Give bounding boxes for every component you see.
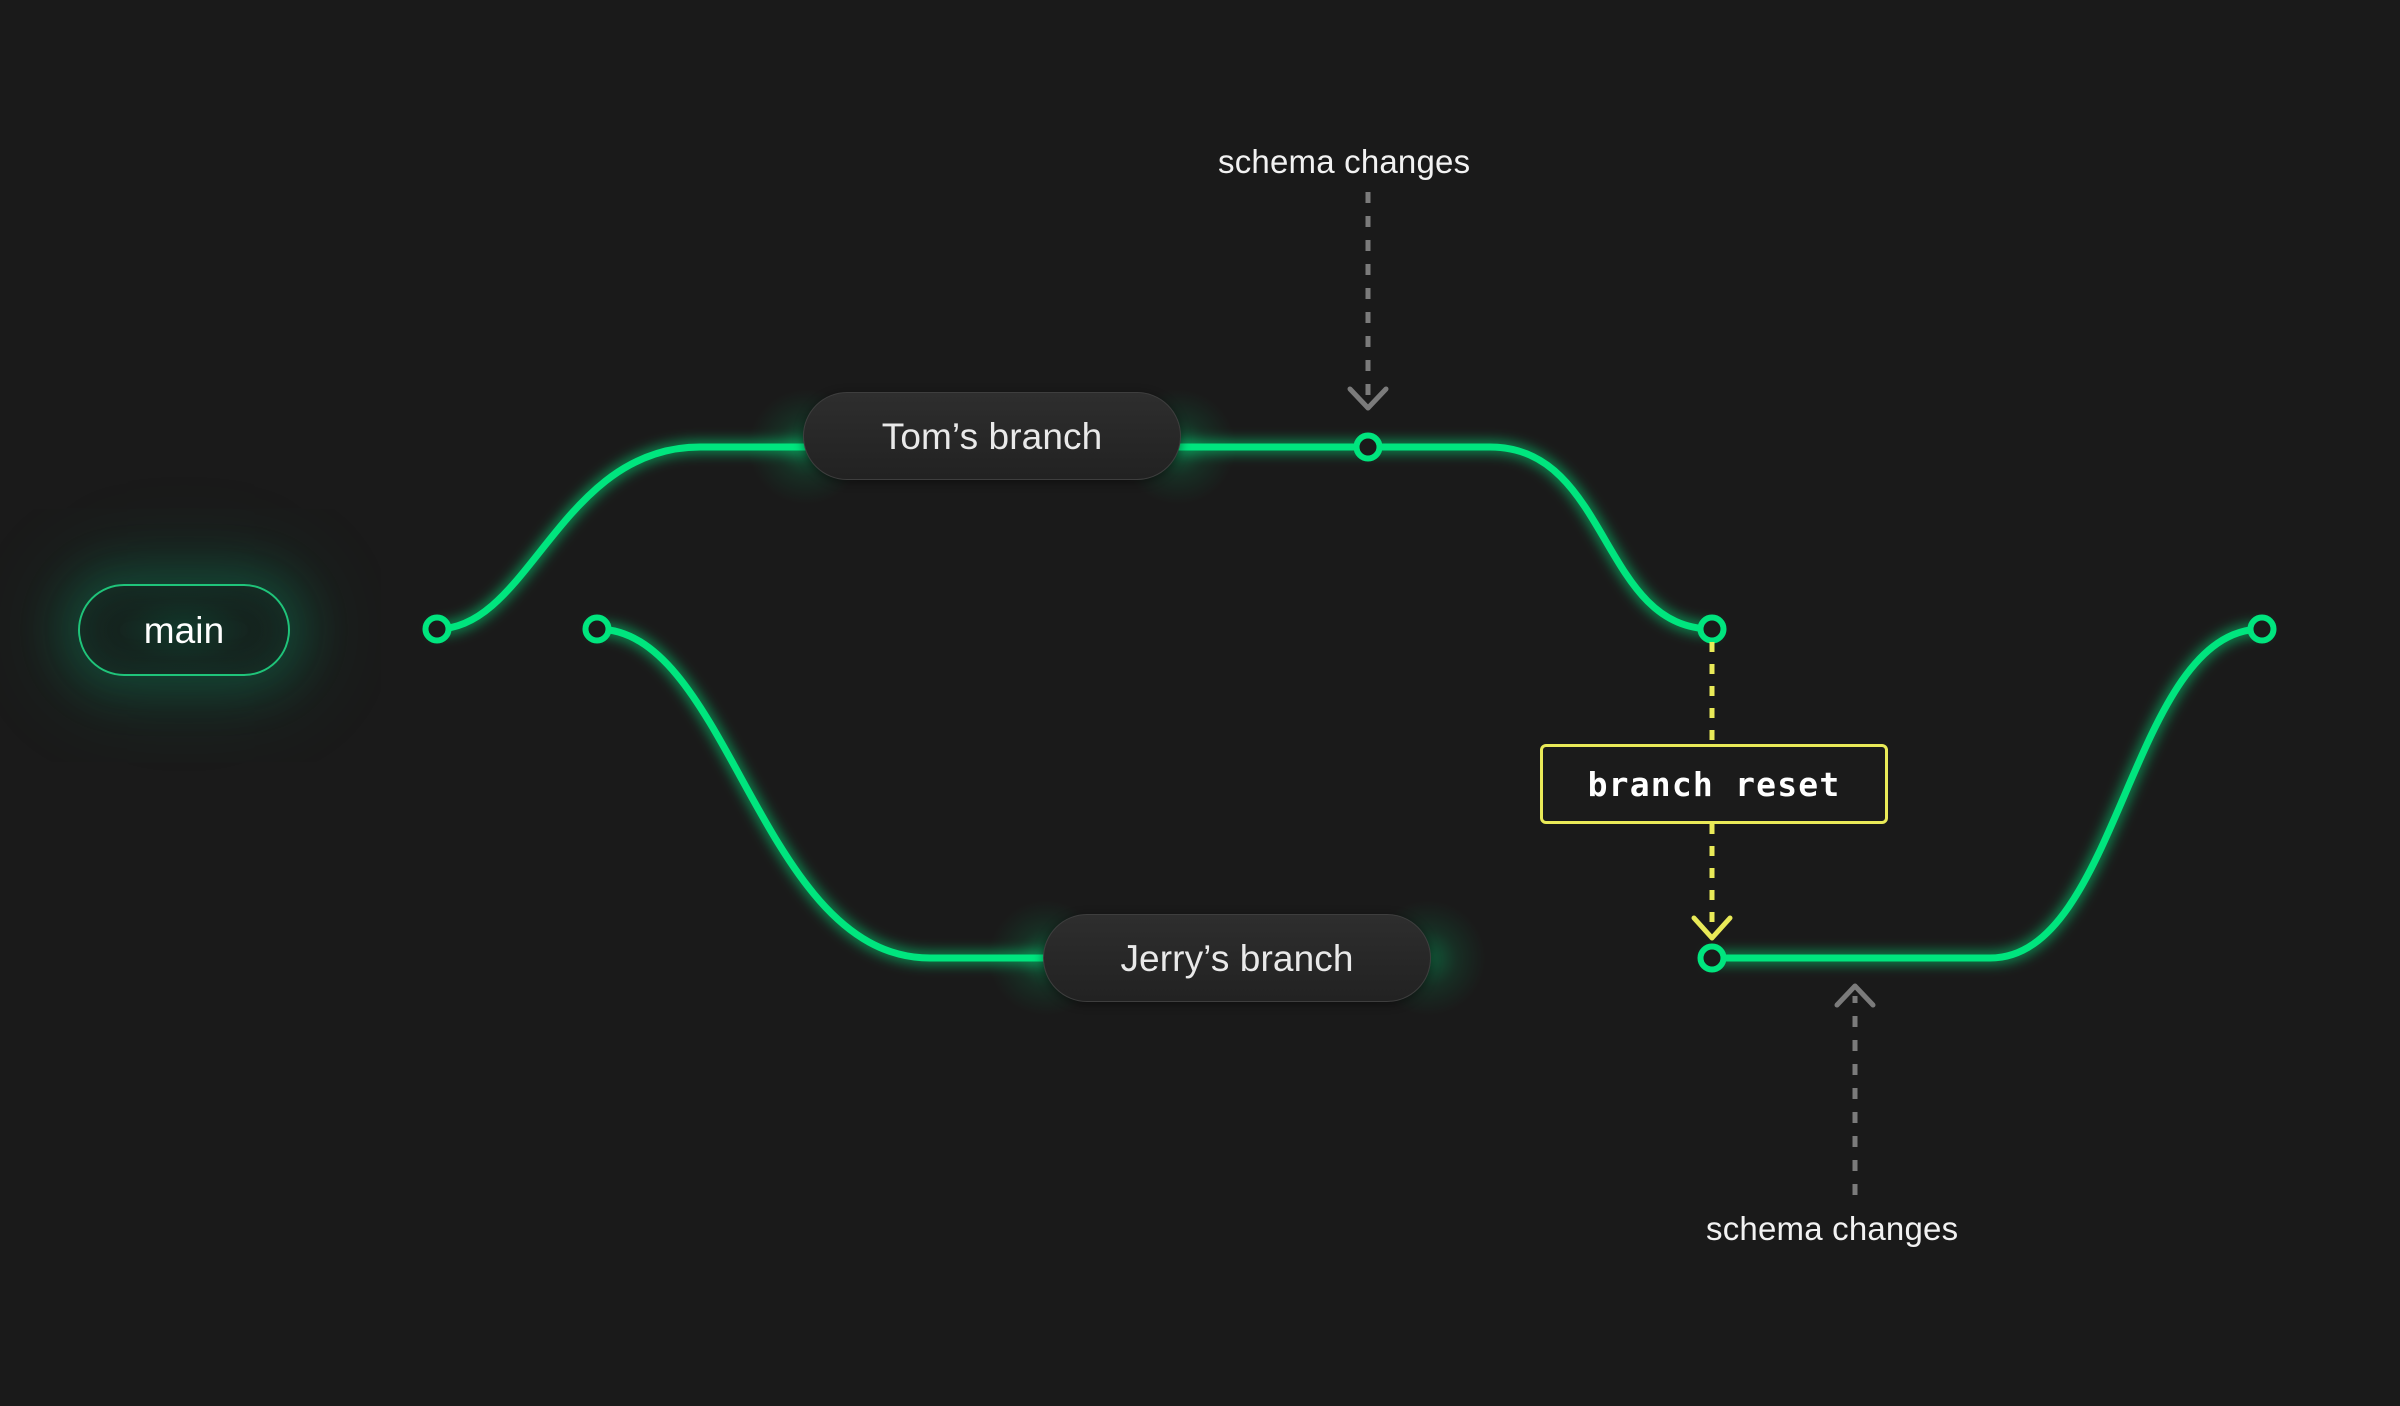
- commit-node: [1697, 943, 1727, 973]
- tom-branch-line: [433, 443, 1716, 633]
- branch-pill-label: main: [143, 609, 225, 651]
- commit-nodes[interactable]: [422, 432, 2277, 973]
- jerry-branch-line: [593, 625, 2266, 962]
- annotation-label-schema-top: schema changes: [1218, 143, 1471, 180]
- branch-reset-connector: [1691, 642, 1733, 941]
- branch-pill-label: Jerry’s branch: [1120, 937, 1354, 979]
- commit-node: [1697, 614, 1727, 644]
- commit-node: [422, 614, 452, 644]
- annotation-arrow-schema-top: [1347, 192, 1389, 411]
- branch-pill-tom[interactable]: Tom’s branch: [803, 392, 1181, 480]
- annotation-arrow-schema-bottom: [1834, 983, 1876, 1195]
- branch-reset-callout[interactable]: branch reset: [1540, 744, 1888, 824]
- annotation-label-schema-bottom: schema changes: [1706, 1210, 1959, 1247]
- branch-pill-label: Tom’s branch: [881, 415, 1103, 457]
- branch-reset-label: branch reset: [1587, 764, 1841, 804]
- branch-pill-jerry[interactable]: Jerry’s branch: [1043, 914, 1431, 1002]
- branch-pill-main[interactable]: main: [78, 584, 290, 676]
- commit-node: [1353, 432, 1383, 462]
- commit-node: [582, 614, 612, 644]
- commit-node: [2247, 614, 2277, 644]
